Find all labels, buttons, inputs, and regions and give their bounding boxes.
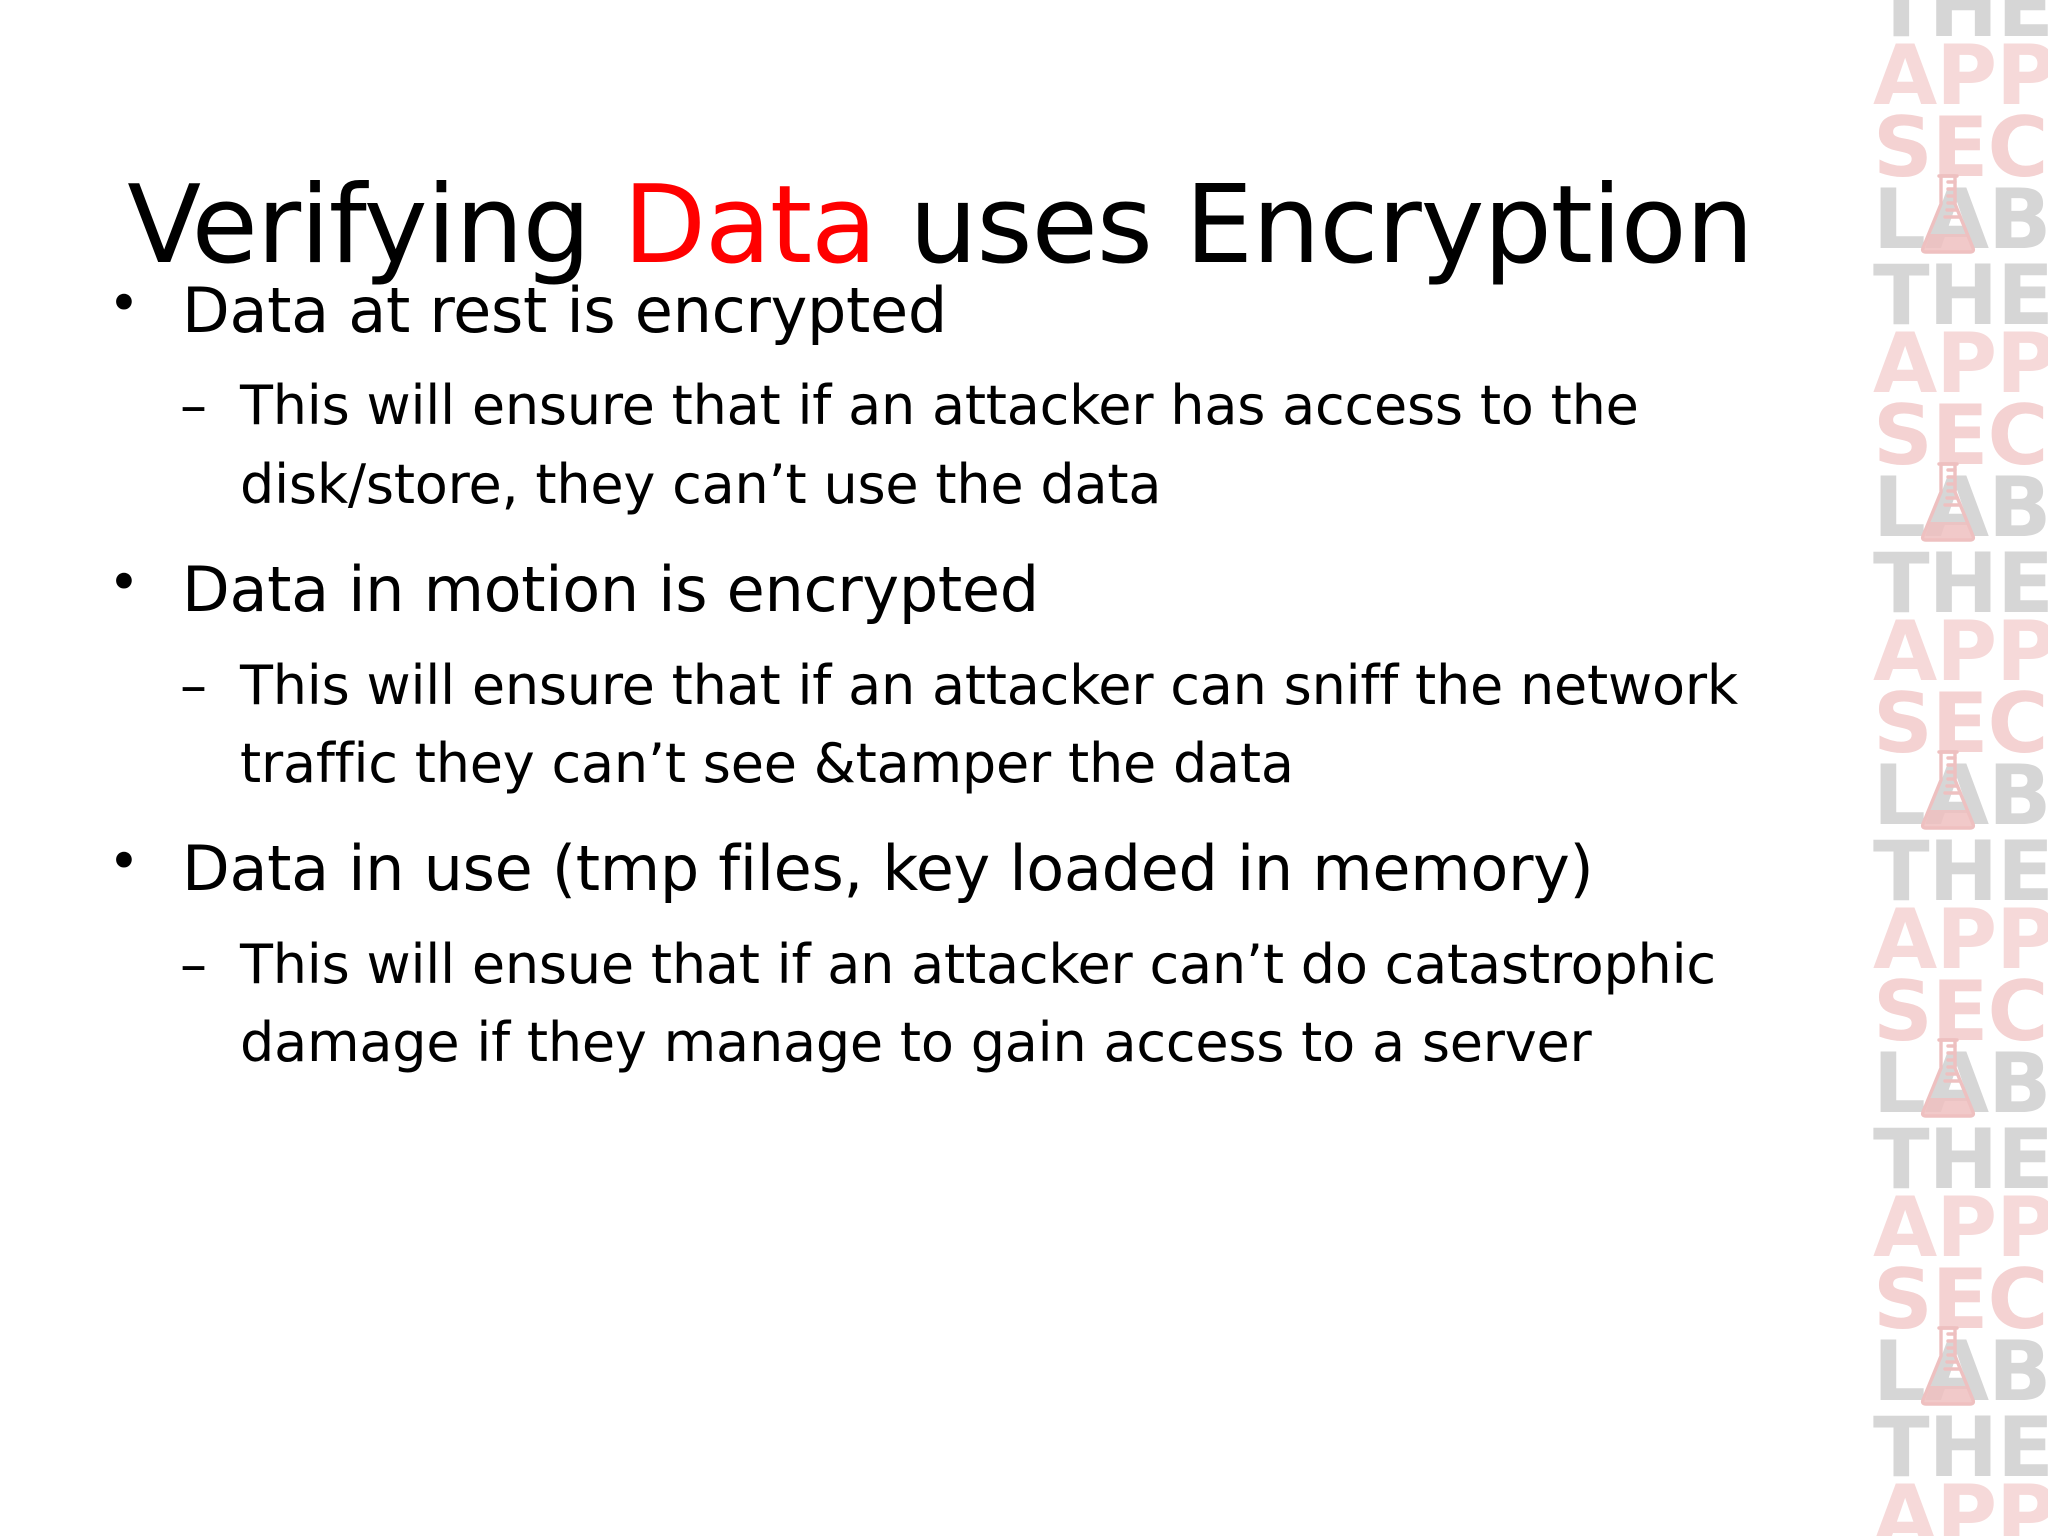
watermark-the-text: THE — [1873, 1111, 2048, 1208]
watermark-the-text: THE — [1873, 247, 2048, 344]
watermark-block: THE APP SEC LAB — [1873, 247, 2048, 549]
bullet-item: • Data in use (tmp files, key loaded in … — [96, 830, 1886, 906]
watermark-sec-text: SEC — [1873, 963, 2048, 1060]
watermark-lab-text: LAB — [1873, 1323, 2048, 1420]
watermark-sec-text: SEC — [1873, 387, 2048, 484]
bullet-text: Data in use (tmp files, key loaded in me… — [182, 832, 1594, 906]
flask-icon — [1920, 174, 1976, 254]
watermark-the-text: THE — [1873, 1399, 2048, 1496]
watermark-lab-text: LAB — [1873, 1035, 2048, 1132]
bullet-marker: • — [108, 272, 140, 335]
sub-bullet-text: This will ensue that if an attacker can’… — [240, 932, 1716, 1075]
watermark-the-text: THE — [1873, 823, 2048, 920]
flask-icon — [1920, 1038, 1976, 1118]
watermark-app-text: APP — [1873, 603, 2048, 700]
sub-bullet-item: – This will ensure that if an attacker c… — [96, 647, 1886, 805]
sub-bullet-text: This will ensure that if an attacker can… — [240, 653, 1738, 796]
bullet-item: • Data in motion is encrypted — [96, 551, 1886, 627]
title-highlight-data: Data — [622, 163, 877, 289]
bullet-item: • Data at rest is encrypted — [96, 272, 1886, 347]
watermark-sec-text: SEC — [1873, 675, 2048, 772]
watermark-app-text: APP — [1873, 1179, 2048, 1276]
slide-body: • Data at rest is encrypted – This will … — [96, 272, 1886, 1113]
watermark-block: THE APP SEC LAB — [1873, 1406, 2048, 1536]
bullet-group: • Data in use (tmp files, key loaded in … — [96, 830, 1886, 1084]
sub-bullet-marker: – — [180, 374, 207, 438]
flask-icon — [1920, 750, 1976, 830]
watermark-block: THE APP SEC LAB — [1873, 535, 2048, 837]
watermark-app-text: APP — [1873, 891, 2048, 988]
watermark-block: THE APP SEC LAB — [1873, 823, 2048, 1125]
slide-title: Verifying Data uses Encryption — [0, 168, 1880, 285]
bullet-marker: • — [108, 830, 140, 894]
watermark-sec-text: SEC — [1873, 99, 2048, 196]
brand-watermark: THE APP SEC LAB THE APP S — [1873, 0, 2048, 1536]
watermark-lab-text: LAB — [1873, 171, 2048, 268]
watermark-the-text: THE — [1873, 535, 2048, 632]
bullet-group: • Data at rest is encrypted – This will … — [96, 272, 1886, 525]
bullet-group: • Data in motion is encrypted – This wil… — [96, 551, 1886, 805]
bullet-text: Data at rest is encrypted — [182, 274, 947, 347]
watermark-block: THE APP SEC LAB — [1873, 0, 2048, 261]
flask-icon — [1920, 1326, 1976, 1406]
sub-bullet-item: – This will ensue that if an attacker ca… — [96, 926, 1886, 1084]
sub-bullet-text: This will ensure that if an attacker has… — [240, 374, 1639, 517]
title-part-2: uses Encryption — [876, 163, 1754, 289]
sub-bullet-marker: – — [180, 653, 207, 717]
watermark-app-text: APP — [1873, 315, 2048, 412]
flask-icon — [1920, 462, 1976, 542]
watermark-the-text: THE — [1873, 0, 2048, 56]
bullet-marker: • — [108, 551, 140, 615]
bullet-text: Data in motion is encrypted — [182, 553, 1039, 627]
watermark-lab-text: LAB — [1873, 459, 2048, 556]
sub-bullet-item: – This will ensure that if an attacker h… — [96, 367, 1886, 525]
watermark-lab-text: LAB — [1873, 747, 2048, 844]
watermark-block: THE APP SEC LAB — [1873, 1111, 2048, 1413]
title-part-1: Verifying — [127, 163, 623, 289]
watermark-app-text: APP — [1873, 27, 2048, 124]
watermark-app-text: APP — [1873, 1467, 2048, 1536]
watermark-sec-text: SEC — [1873, 1251, 2048, 1348]
sub-bullet-marker: – — [180, 932, 207, 996]
